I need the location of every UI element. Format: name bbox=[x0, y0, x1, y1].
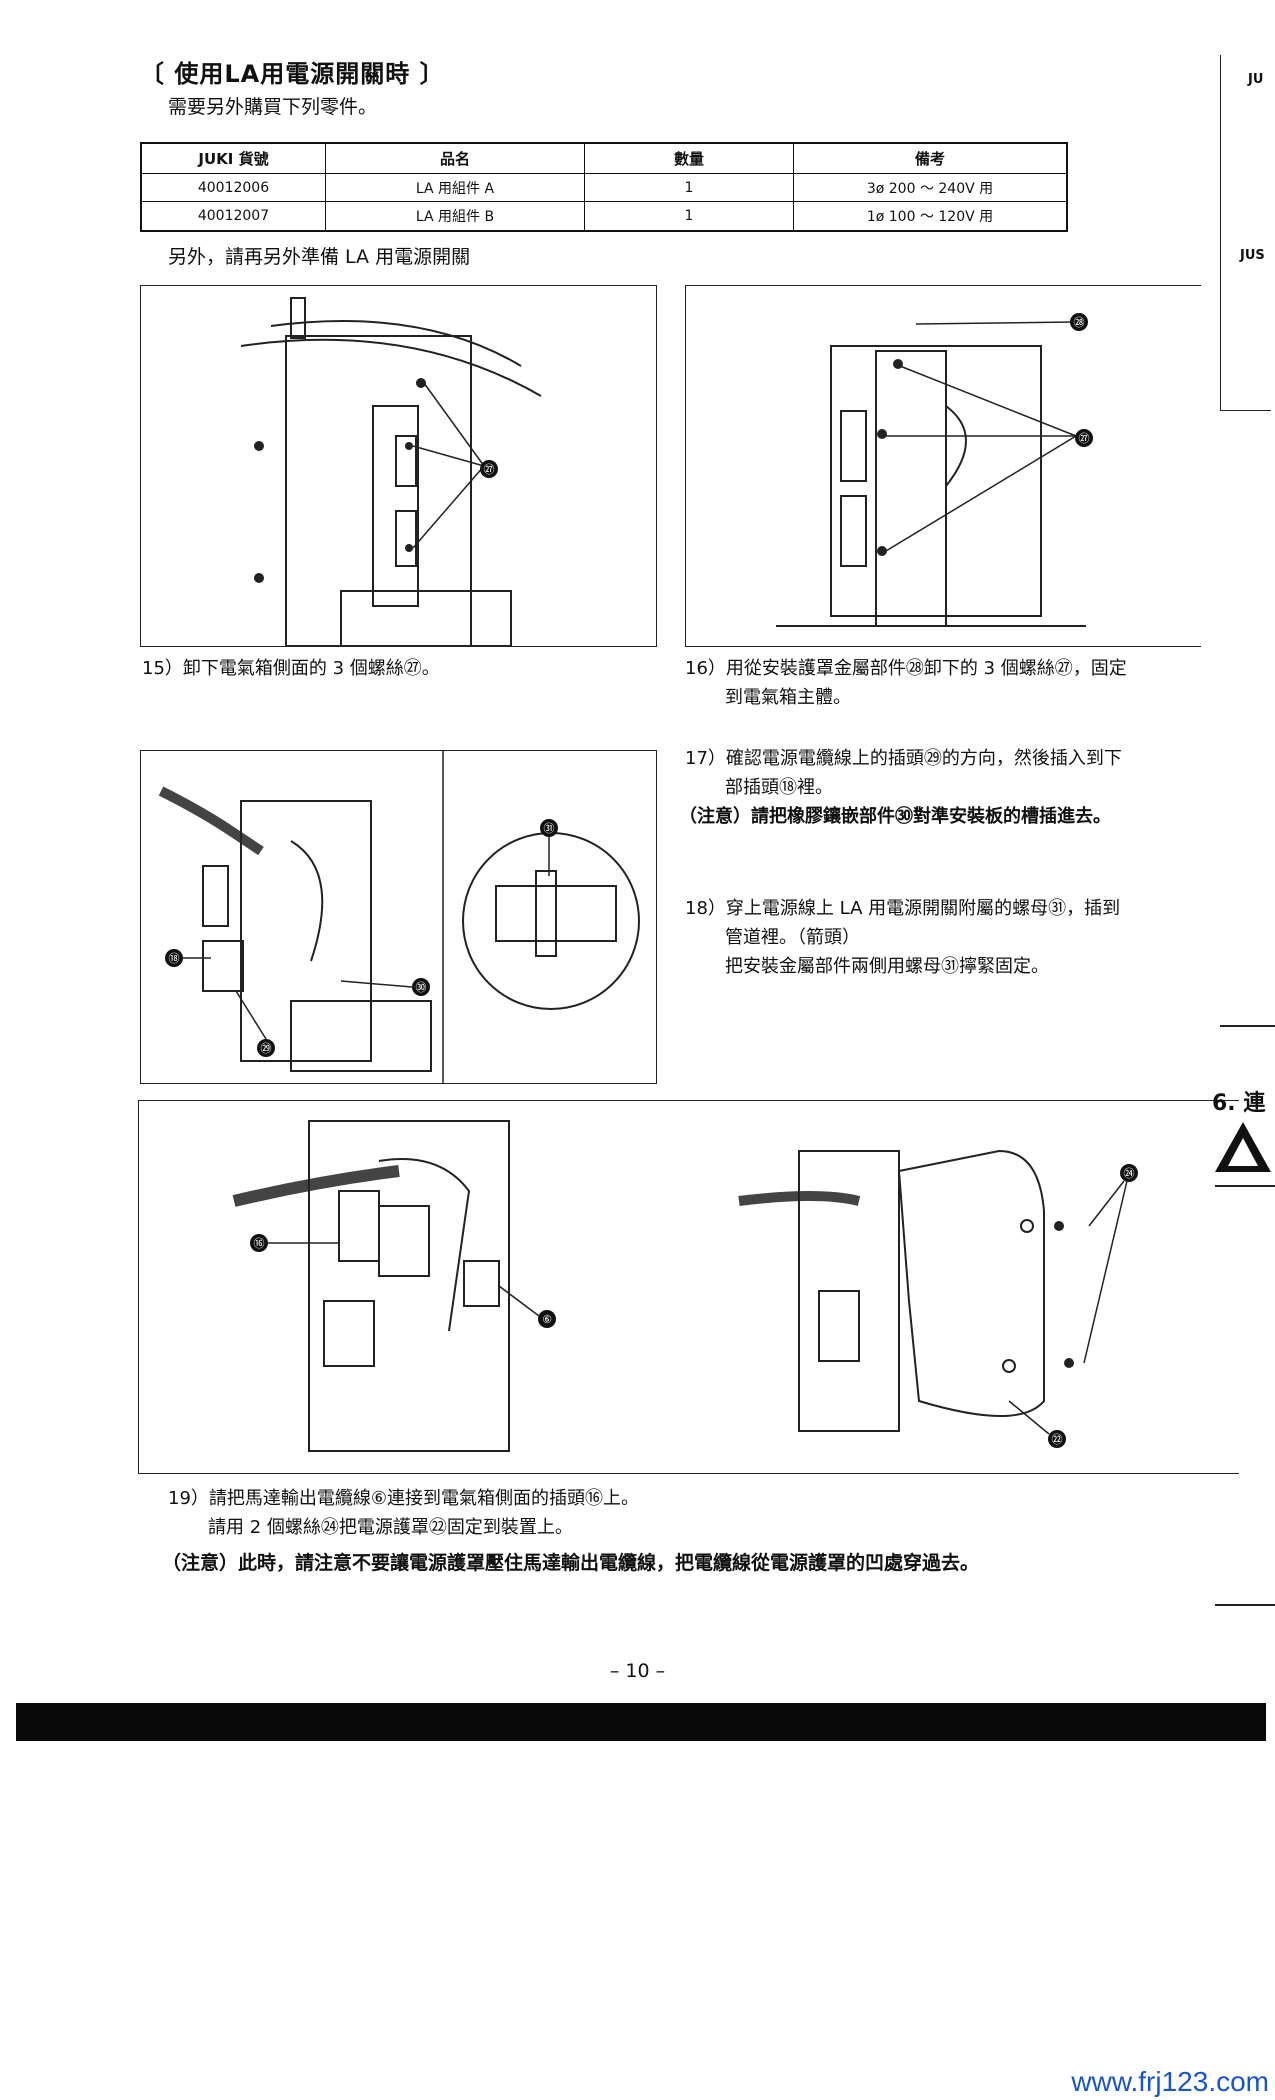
figure-cover-bracket: ㉘ ㉗ bbox=[685, 285, 1201, 647]
table-cell: 1 bbox=[584, 201, 794, 232]
callout-label: ㉘ bbox=[1074, 316, 1085, 329]
table-cell: LA 用組件 A bbox=[325, 172, 585, 203]
table-header-cell: JUKI 貨號 bbox=[140, 142, 326, 174]
step-19-note: （注意）此時，請注意不要讓電源護罩壓住馬達輸出電纜線，把電纜線從電源護罩的凹處穿… bbox=[162, 1552, 980, 1574]
additional-note: 另外，請再另外準備 LA 用電源開關 bbox=[168, 246, 471, 268]
margin-text: JU bbox=[1248, 72, 1264, 87]
table-header-cell: 品名 bbox=[325, 142, 585, 174]
page-subtitle: 需要另外購買下列零件。 bbox=[168, 96, 378, 118]
step-18-line: 管道裡。（箭頭） bbox=[725, 926, 860, 948]
screw-mark bbox=[877, 429, 887, 439]
callout-marker bbox=[480, 460, 498, 478]
step-16-caption: 16）用從安裝護罩金屬部件㉘卸下的 3 個螺絲㉗，固定 到電氣箱主體。 bbox=[685, 655, 1127, 713]
figure-plug-connection: ㉛ ⑱ ㉚ ㉙ bbox=[140, 750, 657, 1084]
table-cell: 40012007 bbox=[140, 201, 326, 232]
callout-label: ㉒ bbox=[1052, 1433, 1063, 1446]
callout-label: ㉙ bbox=[261, 1042, 272, 1055]
screw-mark bbox=[416, 378, 426, 388]
margin-rule bbox=[1215, 1185, 1275, 1187]
step-17-caption: 17）確認電源電纜線上的插頭㉙的方向，然後插入到下 部插頭⑱裡。 （注意）請把橡… bbox=[679, 745, 1205, 831]
callout-label: ⑱ bbox=[169, 952, 180, 965]
callout-label: ㉛ bbox=[544, 822, 555, 835]
table-row: 40012007 LA 用組件 B 1 1ø 100 ～ 120V 用 bbox=[140, 201, 1068, 232]
step-19-line: 請用 2 個螺絲㉔把電源護罩㉒固定到裝置上。 bbox=[208, 1516, 573, 1538]
callout-label: ㉚ bbox=[416, 981, 427, 994]
adjacent-page-fragment bbox=[1220, 55, 1271, 411]
figure-motor-cable-and-cover: ⑯ ⑥ ㉔ ㉒ bbox=[138, 1100, 1239, 1474]
screw-mark bbox=[254, 441, 264, 451]
callout-label: ㉗ bbox=[1079, 432, 1090, 445]
margin-text: JUS bbox=[1240, 248, 1265, 263]
callout-label: ⑯ bbox=[254, 1237, 265, 1250]
screw-mark bbox=[893, 359, 903, 369]
figure-4-illustration: ⑯ ⑥ ㉔ ㉒ bbox=[232, 1120, 1138, 1452]
callout-marker bbox=[538, 1310, 556, 1328]
step-19-caption: 19）請把馬達輸出電纜線⑥連接到電氣箱側面的插頭⑯上。 請用 2 個螺絲㉔把電源… bbox=[168, 1485, 639, 1543]
figure-electrical-box-side: ㉗ bbox=[140, 285, 657, 647]
table-header-cell: 備考 bbox=[793, 142, 1068, 174]
screw-mark bbox=[1054, 1221, 1064, 1231]
parts-table: JUKI 貨號 品名 數量 備考 40012006 LA 用組件 A 1 3ø … bbox=[140, 142, 1068, 232]
page-number: – 10 – bbox=[609, 1660, 666, 1682]
screw-mark bbox=[877, 546, 887, 556]
callout-marker bbox=[1075, 429, 1093, 447]
step-15-caption: 15）卸下電氣箱側面的 3 個螺絲㉗。 bbox=[142, 658, 440, 679]
page-title: 〔 使用LA用電源開關時 〕 bbox=[140, 60, 445, 88]
figure-1-illustration: ㉗ bbox=[240, 297, 542, 646]
table-cell: 3ø 200 ～ 240V 用 bbox=[793, 172, 1068, 203]
callout-marker bbox=[540, 819, 558, 837]
margin-rule bbox=[1215, 1604, 1275, 1606]
screw-mark bbox=[1064, 1358, 1074, 1368]
callout-marker bbox=[257, 1039, 275, 1057]
step-17-line: 17）確認電源電纜線上的插頭㉙的方向，然後插入到下 bbox=[685, 748, 1122, 769]
table-header-cell: 數量 bbox=[584, 142, 794, 174]
callout-marker bbox=[1048, 1430, 1066, 1448]
step-16-line: 16）用從安裝護罩金屬部件㉘卸下的 3 個螺絲㉗，固定 bbox=[685, 658, 1127, 679]
step-17-line: 部插頭⑱裡。 bbox=[725, 776, 833, 798]
margin-rule bbox=[1220, 1025, 1275, 1027]
warning-icon-inner bbox=[1228, 1138, 1258, 1166]
screw-mark bbox=[405, 544, 413, 552]
margin-section-heading: 6. 連 bbox=[1212, 1091, 1266, 1116]
figure-3-illustration: ㉛ ⑱ ㉚ ㉙ bbox=[158, 751, 640, 1083]
figure-2-illustration: ㉘ ㉗ bbox=[776, 313, 1093, 627]
table-cell: 1 bbox=[584, 172, 794, 203]
step-17-note: （注意）請把橡膠鑲嵌部件㉚對準安裝板的槽插進去。 bbox=[679, 805, 1111, 827]
step-16-line: 到電氣箱主體。 bbox=[725, 686, 851, 708]
callout-marker bbox=[412, 978, 430, 996]
screw-mark bbox=[254, 573, 264, 583]
callout-marker bbox=[1120, 1164, 1138, 1182]
watermark: www.frj123.com bbox=[1071, 2066, 1269, 2097]
step-19-line: 19）請把馬達輸出電纜線⑥連接到電氣箱側面的插頭⑯上。 bbox=[168, 1488, 640, 1509]
step-18-line: 把安裝金屬部件兩側用螺母㉛擰緊固定。 bbox=[725, 955, 1049, 977]
callout-marker bbox=[1070, 313, 1088, 331]
table-cell: LA 用組件 B bbox=[325, 201, 585, 232]
callout-marker bbox=[165, 949, 183, 967]
table-row: 40012006 LA 用組件 A 1 3ø 200 ～ 240V 用 bbox=[140, 172, 1068, 203]
table-header-row: JUKI 貨號 品名 數量 備考 bbox=[140, 142, 1068, 174]
table-cell: 40012006 bbox=[140, 172, 326, 203]
screw-mark bbox=[405, 442, 413, 450]
scan-edge-bar bbox=[16, 1703, 1266, 1741]
table-cell: 1ø 100 ～ 120V 用 bbox=[793, 201, 1068, 232]
callout-marker bbox=[250, 1234, 268, 1252]
callout-label: ㉔ bbox=[1124, 1167, 1135, 1180]
step-18-caption: 18）穿上電源線上 LA 用電源開關附屬的螺母㉛，插到 管道裡。（箭頭） 把安裝… bbox=[685, 895, 1205, 981]
callout-label: ㉗ bbox=[484, 463, 495, 476]
callout-label: ⑥ bbox=[542, 1313, 552, 1326]
detail-zoom-circle bbox=[462, 832, 640, 1010]
step-18-line: 18）穿上電源線上 LA 用電源開關附屬的螺母㉛，插到 bbox=[685, 898, 1121, 919]
